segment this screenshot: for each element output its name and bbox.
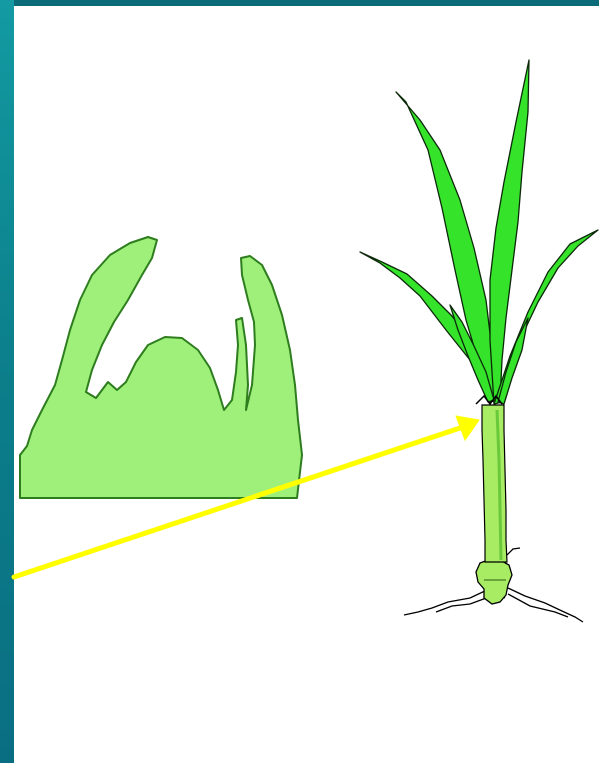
seedling-stem (482, 405, 507, 562)
growing-point-outline (20, 237, 302, 498)
corn-seedling (360, 60, 598, 622)
seedling-node (476, 560, 512, 604)
growing-point-shape (20, 237, 302, 498)
seedling-leaves (360, 60, 598, 404)
